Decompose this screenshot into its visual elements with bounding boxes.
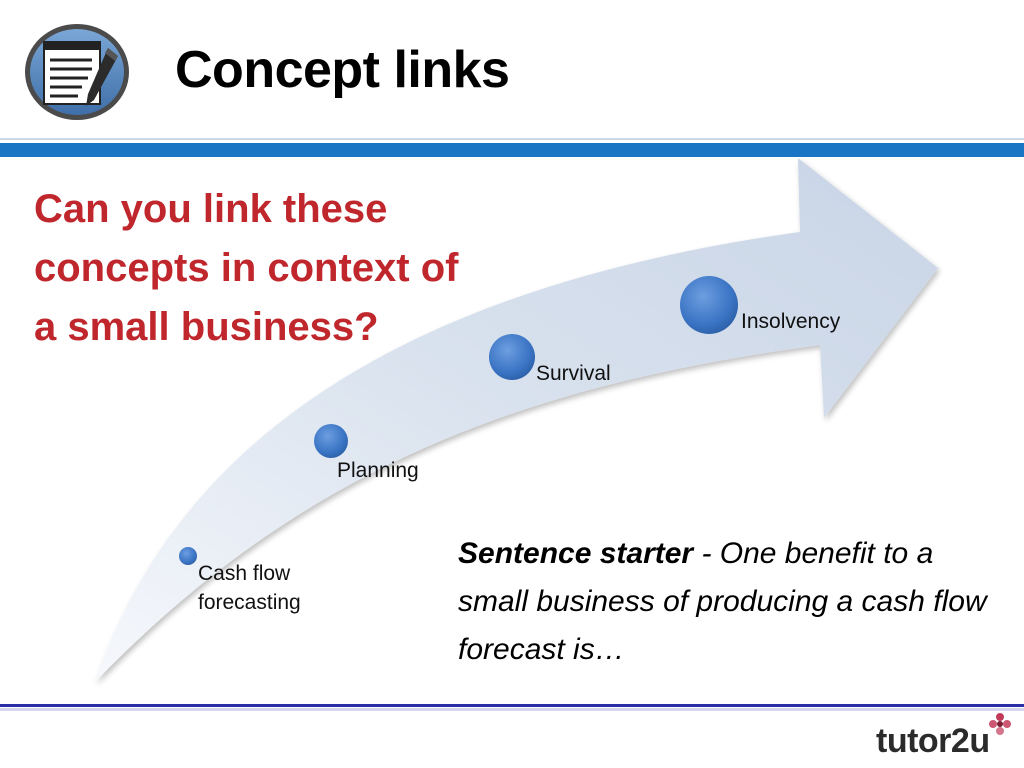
node-label-survival: Survival [536, 362, 611, 385]
sentence-starter: Sentence starter - One benefit to a smal… [458, 530, 998, 674]
brand-text: tutor [876, 722, 951, 760]
footer-rule [0, 704, 1024, 707]
brand-accent: 2u [950, 722, 990, 760]
slide-title: Concept links [175, 41, 510, 99]
question-prompt: Can you link these concepts in context o… [34, 187, 459, 349]
notepad-pencil-icon [25, 24, 129, 120]
node-survival [489, 334, 535, 380]
node-label-planning: Planning [337, 459, 419, 482]
brand-logo: tutor2u [876, 722, 990, 761]
node-label-cash-flow-forecasting: Cash flow forecasting [198, 559, 301, 617]
footer-rule-shadow [0, 708, 1024, 711]
flower-logo-icon [989, 713, 1011, 735]
sentence-starter-text: - One benefit to a small business of pro… [458, 537, 987, 666]
node-label-line-1: Cash flow [198, 562, 291, 585]
title-rule [0, 143, 1024, 157]
sentence-starter-lead: Sentence starter [458, 537, 694, 570]
node-insolvency [680, 276, 738, 334]
node-label-line-2: forecasting [198, 591, 301, 614]
title-rule-highlight [0, 138, 1024, 140]
node-cash-flow-forecasting [179, 547, 197, 565]
node-planning [314, 424, 348, 458]
node-label-insolvency: Insolvency [741, 310, 841, 333]
